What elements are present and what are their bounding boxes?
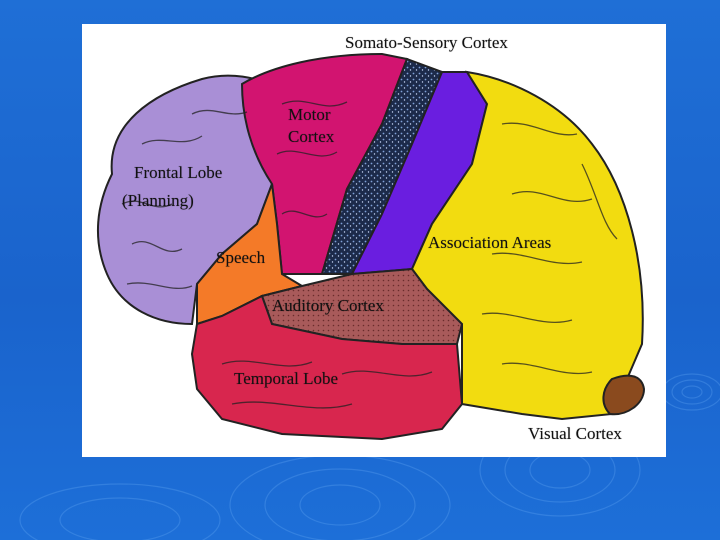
motor-label-line2: Cortex [288, 128, 334, 146]
visual-cortex-label: Visual Cortex [528, 425, 622, 443]
somato-sensory-label: Somato-Sensory Cortex [345, 34, 508, 52]
frontal-lobe-label-line1: Frontal Lobe [134, 164, 222, 182]
brain-illustration [82, 24, 666, 457]
brain-diagram-panel: Somato-Sensory Cortex Motor Cortex Front… [82, 24, 666, 457]
motor-label-line1: Motor [288, 106, 331, 124]
frontal-lobe-label-line2: (Planning) [122, 192, 194, 210]
visual-cortex-region [603, 376, 644, 415]
temporal-lobe-label: Temporal Lobe [234, 370, 338, 388]
association-areas-label: Association Areas [428, 234, 551, 252]
speech-label: Speech [216, 249, 265, 267]
auditory-cortex-label: Auditory Cortex [272, 297, 384, 315]
